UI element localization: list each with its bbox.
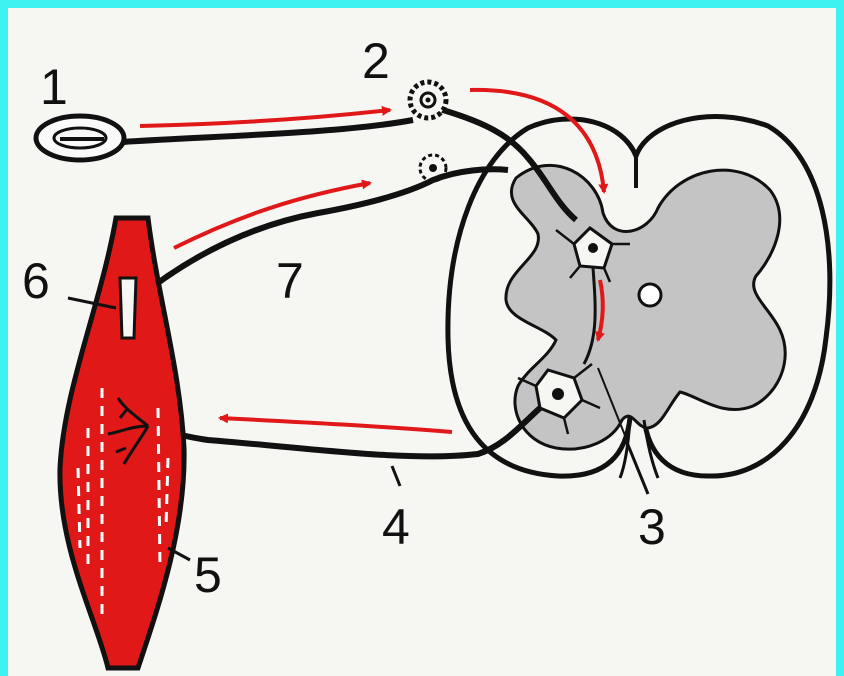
label-4: 4 bbox=[382, 499, 410, 555]
central-canal bbox=[639, 284, 661, 306]
reflex-arc-diagram: 1 2 3 4 5 6 7 bbox=[8, 8, 836, 676]
red-arrow-icon bbox=[174, 183, 370, 248]
label-1: 1 bbox=[40, 59, 68, 115]
pointer-3 bbox=[626, 440, 648, 494]
muscle bbox=[60, 218, 184, 668]
sensory-fiber bbox=[122, 120, 413, 142]
red-arrow-icon bbox=[140, 110, 390, 126]
label-6: 6 bbox=[22, 253, 50, 309]
label-5: 5 bbox=[194, 547, 222, 603]
muscle-spindle bbox=[120, 278, 136, 338]
ganglion-cell bbox=[410, 82, 446, 118]
label-3: 3 bbox=[638, 499, 666, 555]
label-7: 7 bbox=[276, 253, 304, 309]
receptor bbox=[36, 116, 124, 160]
pointer-4 bbox=[392, 466, 400, 486]
label-2: 2 bbox=[362, 33, 390, 89]
diagram-canvas: 1 2 3 4 5 6 7 bbox=[8, 8, 836, 676]
red-arrow-icon bbox=[220, 418, 452, 432]
